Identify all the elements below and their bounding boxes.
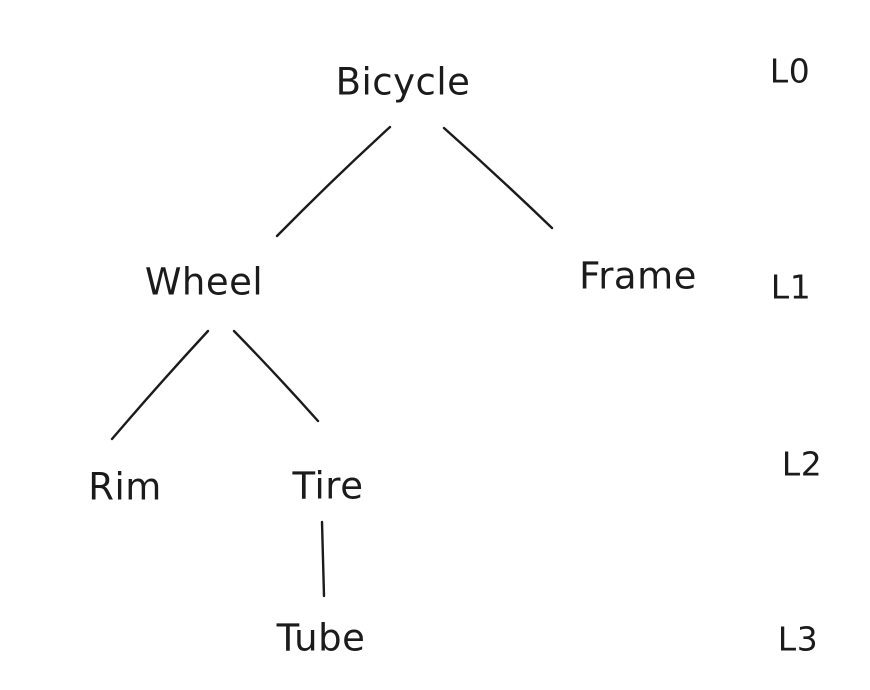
edge-wheel-tire [232,329,320,423]
level-label-l0: L0 [769,51,811,91]
node-label-bicycle: Bicycle [335,60,471,104]
level-label-l3: L3 [777,619,819,659]
edge-wheel-rim [110,329,210,441]
edge-tire-tube [320,520,326,598]
edge-bicycle-wheel [275,125,392,238]
edge-bicycle-frame [442,126,554,230]
level-label-l1: L1 [770,267,812,307]
node-label-wheel: Wheel [144,260,264,304]
level-label-l2: L2 [781,444,823,484]
node-label-tube: Tube [276,616,366,660]
node-label-frame: Frame [579,254,697,298]
node-label-tire: Tire [292,464,364,508]
node-label-rim: Rim [88,465,162,509]
